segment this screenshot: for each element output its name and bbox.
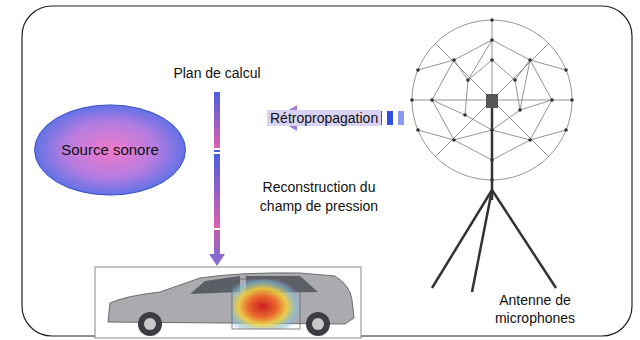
antenna-label: Antenne de microphones [470,291,600,327]
antenna-node: Antenne de microphones [408,15,628,333]
microphone-antenna [410,18,574,292]
source-label: Source sonore [55,140,165,160]
car-picture [95,267,361,338]
down-arrow [209,230,225,266]
edge-label: Rétropropagation [267,110,381,126]
plane-title: Plan de calcul [159,64,275,82]
source-ellipse: Source sonore [33,104,187,196]
process-label: Reconstruction du champ de pression [244,178,394,216]
